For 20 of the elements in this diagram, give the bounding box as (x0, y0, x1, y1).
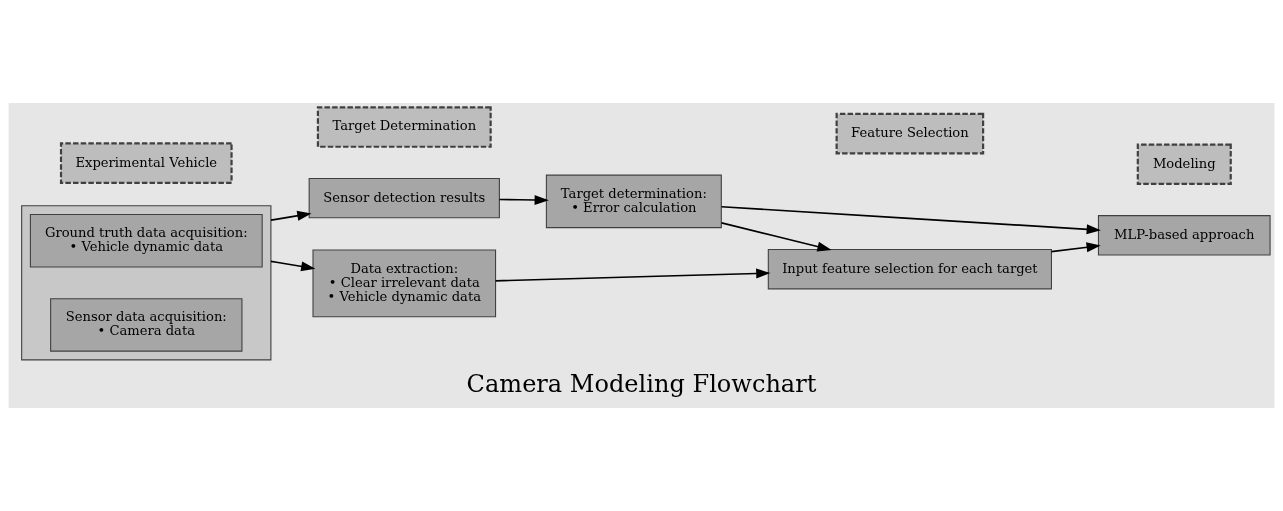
node-box: Feature Selection (835, 112, 985, 155)
node-box: Data extraction: • Clear irrelevant data • Vehicle dynamic data (312, 249, 497, 318)
node-box: Ground truth data acquisition: • Vehicle dynamic data (29, 213, 263, 268)
node-box: Experimental Vehicle (59, 142, 233, 184)
cluster (21, 205, 272, 361)
node-box: Modeling (1136, 143, 1232, 185)
node-box: MLP-based approach (1097, 215, 1271, 256)
arrow (270, 210, 312, 221)
node-box: Input feature selection for each target (767, 248, 1052, 290)
arrow (270, 260, 316, 272)
arrow (1050, 242, 1101, 253)
node-box: Target determination: • Error calculation (545, 174, 722, 229)
node-box: Sensor detection results (308, 177, 500, 219)
node-box: Sensor data acquisition: • Camera data (50, 298, 243, 352)
node-box: Target Determination (316, 106, 492, 148)
arrow (720, 222, 832, 252)
diagram-title: Camera Modeling Flowchart (466, 370, 817, 399)
arrow (494, 268, 771, 282)
arrow (498, 195, 549, 205)
arrow (720, 205, 1101, 235)
